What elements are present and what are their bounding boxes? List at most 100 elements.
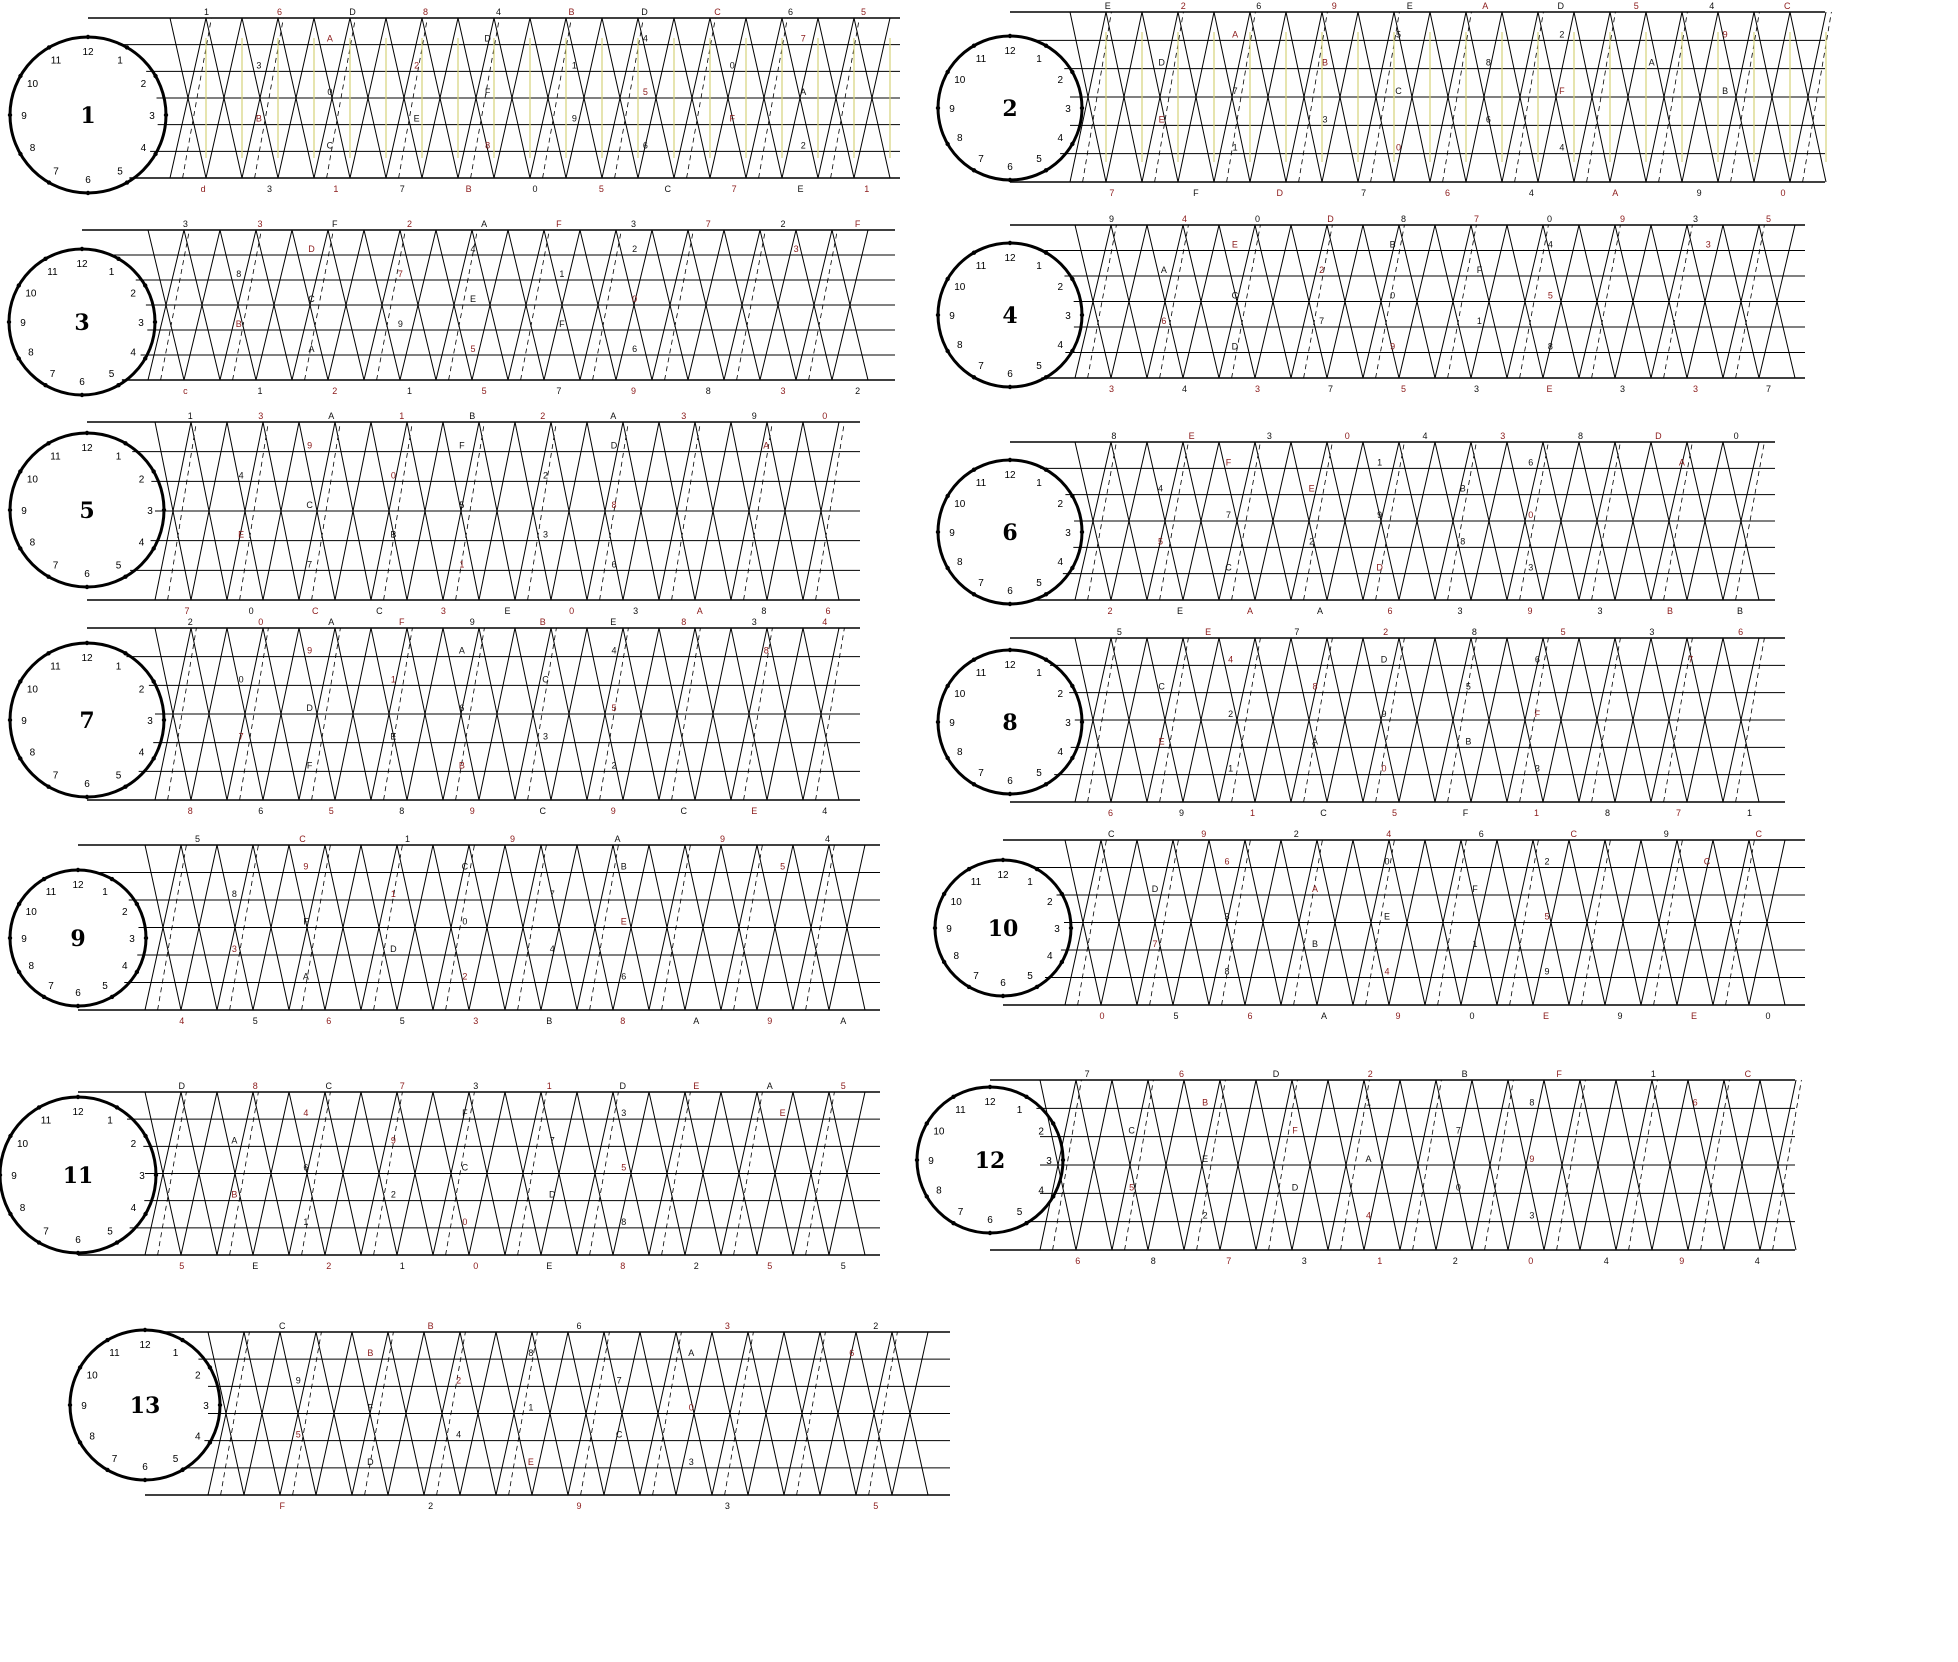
bottom-label: E [1177,606,1183,616]
clock-tick-mark [17,283,21,287]
bottom-label: 2 [1453,1256,1458,1266]
cipher-panel-10: 12345678910111210C9246C9C056A90E9E06D378… [933,829,1805,1021]
inner-label: E [1159,114,1165,124]
inner-label: E [1384,912,1390,922]
inner-label: 7 [307,559,312,569]
inner-label: 2 [1559,29,1564,39]
clock-tick-mark [1070,277,1074,281]
cipher-panel-6: 12345678910111268E30438D02EAA6393BBF475C… [936,431,1775,616]
inner-label: 9 [307,646,312,656]
top-label: 9 [1664,829,1669,839]
clock-label: 12 [1004,660,1016,671]
top-label: 5 [195,834,200,844]
clock-tick-mark [1008,385,1012,389]
inner-label: B [1322,58,1328,68]
clock-label: 6 [1007,586,1013,597]
clock-label: 10 [27,685,39,696]
bottom-label: B [1667,606,1673,616]
inner-label: B [459,760,465,770]
clock-tick-mark [945,566,949,570]
bottom-label: 8 [1151,1256,1156,1266]
top-label: E [1407,1,1413,11]
clock-tick-mark [151,756,155,760]
top-label: 0 [822,411,827,421]
inner-label: A [1649,58,1655,68]
inner-label: 7 [801,34,806,44]
clock-tick-mark [936,313,940,317]
bottom-label: 0 [532,184,537,194]
top-label: 9 [510,834,515,844]
clock-label: 6 [84,569,90,580]
clock-tick-mark [86,35,90,39]
inner-label: C [616,1430,623,1440]
clock-label: 7 [43,1226,49,1237]
clock-tick-mark [143,1212,147,1216]
clock-tick-mark [967,985,971,989]
bottom-label: c [183,386,188,396]
inner-label: F [1472,884,1478,894]
clock-tick-mark [153,320,157,324]
clock-label: 3 [139,1171,145,1182]
clock-tick-mark [78,1365,82,1369]
clock-label: 11 [976,261,987,272]
clock-tick-mark [110,995,114,999]
inner-label: F [1535,709,1541,719]
bottom-label: 3 [1302,1256,1307,1266]
top-label: 3 [258,411,263,421]
inner-label: 5 [1544,912,1549,922]
top-label: 5 [861,7,866,17]
clock-tick-mark [18,469,22,473]
clock-label: 7 [53,771,59,782]
bottom-label: E [1691,1011,1697,1021]
bottom-label: 4 [1529,188,1534,198]
inner-label: 3 [1529,1211,1534,1221]
bottom-label: 0 [1765,1011,1770,1021]
clock-tick-mark [17,902,21,906]
clock-tick-mark [18,756,22,760]
top-label: 4 [822,617,827,627]
inner-label: 8 [485,140,490,150]
top-label: F [399,617,405,627]
clock-tick-mark [951,1095,955,1099]
clock-label: 3 [1065,311,1071,322]
inner-label: E [528,1457,534,1467]
clock-label: 6 [987,1215,993,1226]
bottom-label: 4 [822,806,827,816]
clock-label: 4 [1038,1186,1044,1197]
bottom-label: 9 [1179,808,1184,818]
clock-label: 3 [1065,104,1071,115]
clock-label: 6 [1000,978,1006,989]
clock-label: 4 [139,538,145,549]
top-label: B [540,617,546,627]
bottom-label: 3 [1597,606,1602,616]
top-label: C [1745,1069,1752,1079]
clock-label: 11 [47,267,58,278]
inner-label: 5 [1158,536,1163,546]
bottom-label: 3 [1693,384,1698,394]
top-label: C [714,7,721,17]
top-label: 5 [1766,214,1771,224]
clock-tick-mark [915,1158,919,1162]
inner-label: E [621,917,627,927]
top-label: A [328,411,334,421]
panel-number: 11 [63,1163,94,1189]
bottom-label: 3 [267,184,272,194]
top-label: 9 [1620,214,1625,224]
inner-label: 4 [471,244,476,254]
inner-label: 0 [1396,143,1401,153]
cipher-panel-9: 12345678910111295C19A9445653B8A9A98F3AC1… [8,834,880,1026]
clock-label: 11 [46,887,57,898]
panel-number: 2 [1002,96,1017,122]
cipher-panel-13: 12345678910111213CB632F2935B9F5D8214EA70… [68,1321,950,1511]
inner-label: F [1226,457,1232,467]
clock-tick-mark [1060,960,1064,964]
bottom-label: B [546,1016,552,1026]
inner-label: 4 [456,1430,461,1440]
clock-label: 8 [30,748,36,759]
clock-tick-mark [8,508,12,512]
clock-label: 7 [48,981,54,992]
clock-label: 8 [28,348,34,359]
bottom-label: E [1546,384,1552,394]
inner-label: B [231,1190,237,1200]
